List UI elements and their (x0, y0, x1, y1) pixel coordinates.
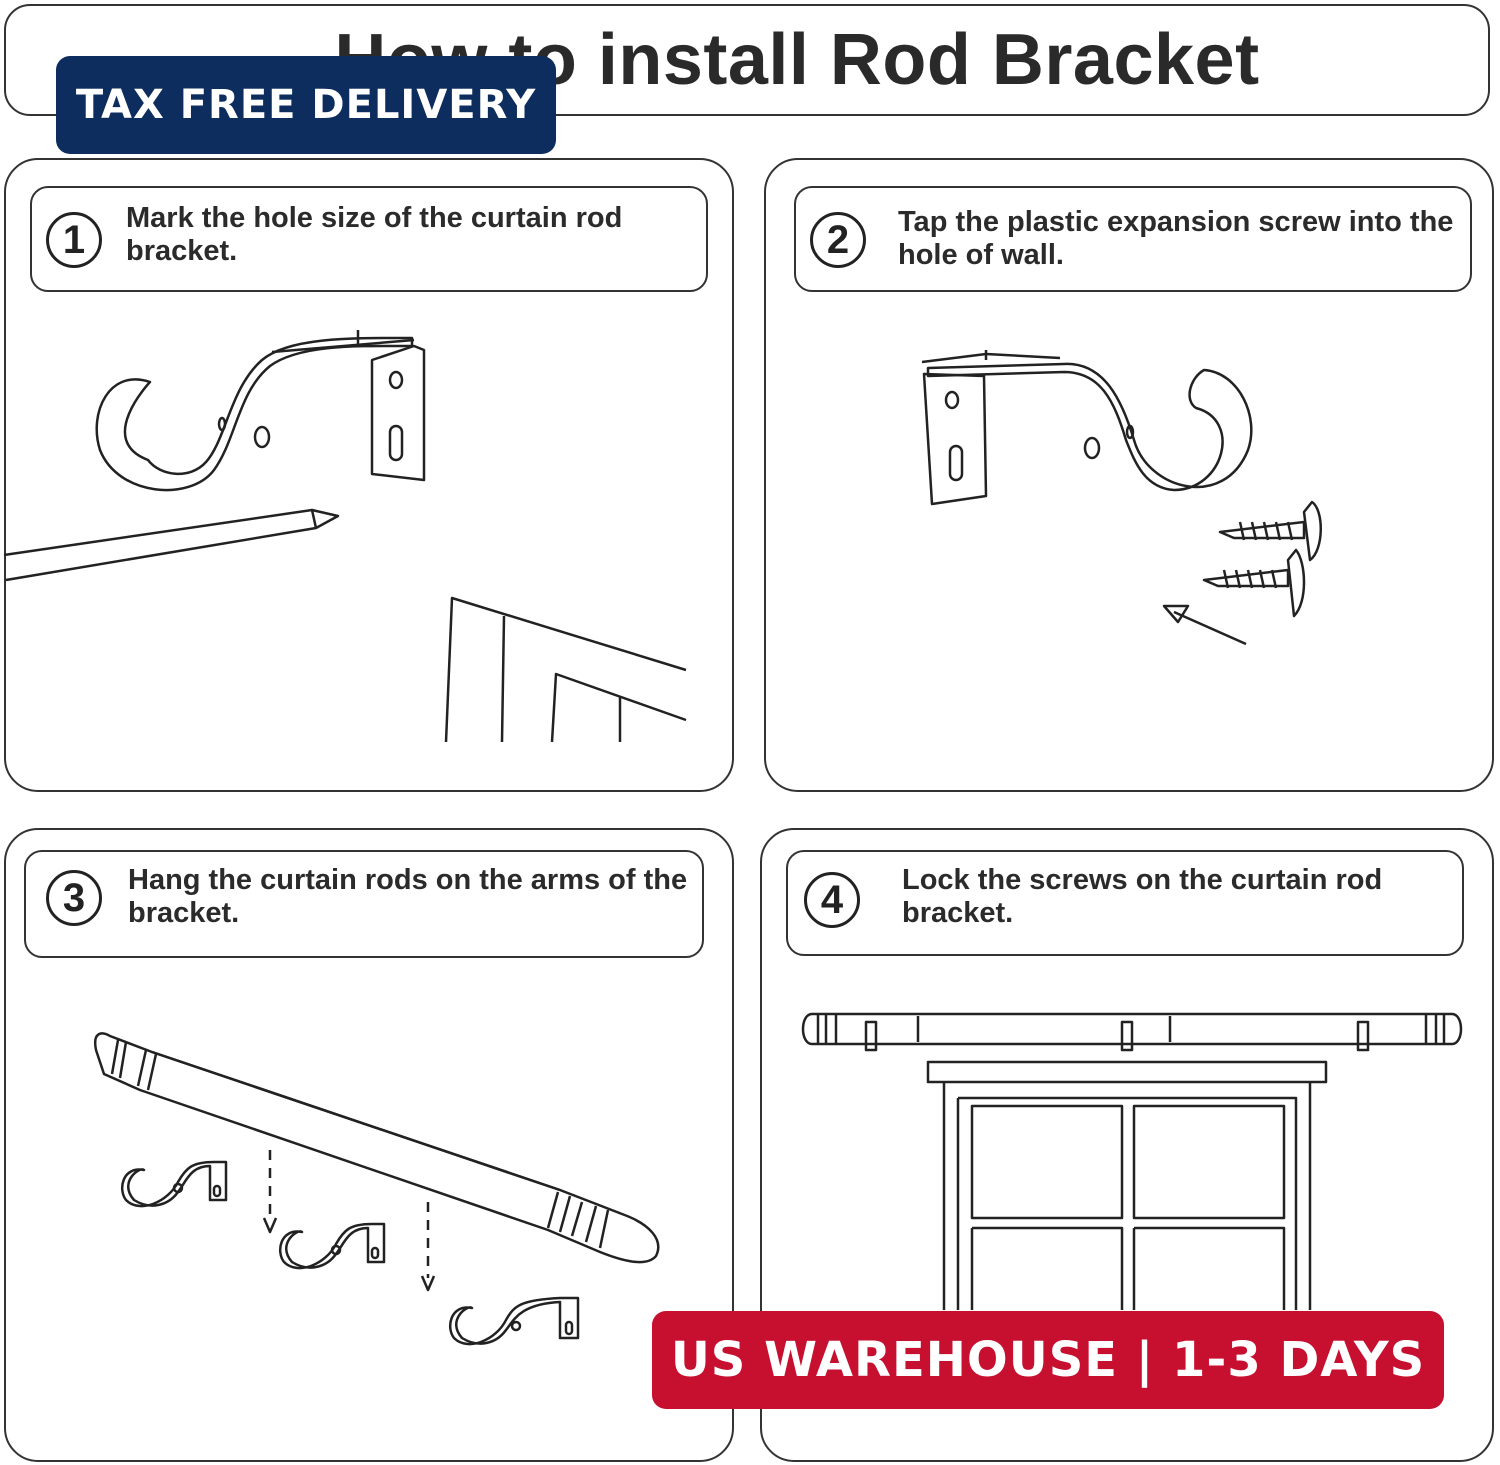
step-1-text: Mark the hole size of the curtain rod br… (126, 202, 623, 267)
curtain-rod-icon (93, 1032, 660, 1264)
screw-icon (1202, 548, 1306, 618)
curtain-bracket-icon (921, 350, 1253, 506)
step-1-caption: 1 Mark the hole size of the curtain rod … (30, 186, 708, 292)
step-1-illustration (3, 330, 687, 743)
curtain-rod-icon (801, 1012, 1463, 1052)
step-3-text: Hang the curtain rods on the arms of the… (128, 864, 688, 929)
step-2-text: Tap the plastic expansion screw into the… (898, 206, 1454, 271)
curtain-bracket-icon (95, 330, 426, 492)
window-icon (926, 1060, 1328, 1310)
screw-icon (1218, 500, 1322, 562)
curtain-bracket-icon (449, 1296, 580, 1346)
step-3-caption: 3 Hang the curtain rods on the arms of t… (24, 850, 704, 958)
us-warehouse-badge: US WAREHOUSE | 1-3 DAYS (652, 1311, 1444, 1409)
step-4-number: 4 (804, 872, 860, 928)
step-4-caption: 4 Lock the screws on the curtain rod bra… (786, 850, 1464, 956)
step-4-text: Lock the screws on the curtain rod brack… (902, 864, 1383, 929)
step-2-number: 2 (810, 212, 866, 268)
step-3-illustration (93, 1032, 660, 1346)
step-2-caption: 2 Tap the plastic expansion screw into t… (794, 186, 1472, 292)
tax-free-delivery-badge: TAX FREE DELIVERY (56, 56, 556, 154)
step-3-number: 3 (46, 870, 102, 926)
step-4-illustration (801, 1012, 1463, 1310)
window-corner-icon (444, 596, 687, 743)
arrow-icon (268, 1150, 430, 1278)
step-1-number: 1 (46, 212, 102, 268)
step-2-illustration (921, 350, 1322, 646)
curtain-bracket-icon (279, 1222, 386, 1270)
pencil-icon (3, 508, 340, 582)
curtain-bracket-icon (121, 1160, 228, 1208)
arrow-icon (1162, 604, 1247, 646)
